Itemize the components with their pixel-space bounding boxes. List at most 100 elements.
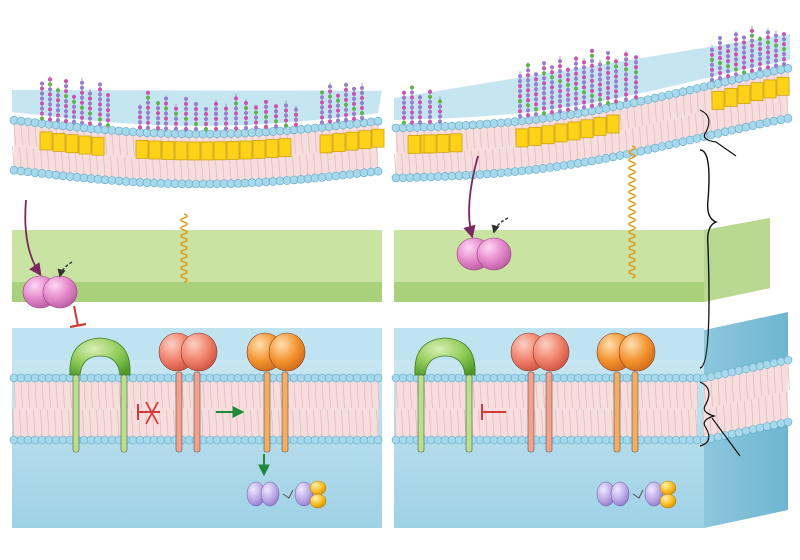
sugar	[742, 65, 746, 70]
lipid-tail	[555, 142, 558, 163]
lipid-tail	[625, 130, 628, 151]
sugar	[360, 111, 364, 116]
sugar	[726, 54, 730, 59]
lipid-tail	[444, 381, 447, 409]
tethers	[180, 145, 636, 283]
lipid-tail	[334, 409, 337, 437]
lipid-tail	[132, 381, 135, 409]
sugar	[558, 109, 562, 114]
sugar	[156, 111, 160, 116]
lipid-tail	[408, 409, 411, 437]
lipid-tail	[299, 409, 302, 437]
raft-protein	[554, 123, 568, 143]
sugar	[174, 126, 178, 131]
sugar	[582, 65, 586, 70]
sugar	[614, 64, 618, 69]
lipid-tail	[577, 381, 580, 409]
sugar	[146, 90, 150, 95]
lipid-head	[741, 426, 751, 436]
sugar	[146, 100, 150, 105]
sugar	[264, 119, 268, 124]
sugar	[782, 47, 786, 52]
lipid-tail	[730, 106, 733, 127]
sugar	[726, 59, 730, 64]
raft-protein	[345, 131, 359, 151]
sugar	[214, 121, 218, 126]
sugar	[526, 98, 530, 103]
lipid-tail	[201, 159, 204, 181]
lipid-head	[608, 152, 618, 162]
lipid-head	[713, 432, 723, 442]
lipid-tail	[499, 148, 502, 169]
sugar	[48, 117, 52, 122]
sugar	[598, 102, 602, 107]
sugar	[710, 77, 714, 82]
sugar	[590, 83, 594, 88]
sugar	[402, 90, 406, 95]
sugar	[614, 89, 618, 94]
lipid-head	[734, 124, 744, 133]
sugar	[194, 126, 198, 131]
sugar	[590, 98, 594, 103]
lipid-tail	[89, 154, 92, 175]
lipid-tail	[569, 140, 572, 161]
adaptor-subunit	[644, 481, 664, 507]
lipid-tail	[654, 102, 657, 123]
sugar	[542, 101, 546, 106]
sugar	[106, 118, 110, 123]
sugar	[774, 53, 778, 58]
lipid-tail	[703, 381, 706, 409]
lipid-tail	[401, 409, 404, 437]
sugar	[726, 49, 730, 54]
sugar	[558, 84, 562, 89]
lipid-head	[762, 360, 772, 369]
sugar	[146, 125, 150, 130]
lipid-tail	[229, 409, 232, 437]
lipid-tail	[40, 409, 43, 437]
sugar	[542, 76, 546, 81]
sugar	[614, 69, 618, 74]
lipid-tail	[180, 159, 183, 180]
lipid-tail	[40, 149, 43, 170]
lipid-tail	[682, 381, 685, 409]
sugar	[750, 63, 754, 68]
lipid-head	[373, 435, 383, 445]
sugar	[214, 106, 218, 111]
sugar	[624, 52, 628, 57]
lipid-head	[706, 80, 716, 90]
lipid-tail	[395, 381, 398, 409]
lipid-tail	[639, 127, 642, 148]
sugar	[274, 124, 278, 129]
lipid-tail	[335, 381, 338, 409]
sugar	[410, 115, 414, 120]
lipid-tail	[26, 409, 29, 437]
sugar	[734, 47, 738, 52]
sugar	[156, 116, 160, 121]
sugar	[64, 99, 68, 104]
sugar	[88, 91, 92, 96]
lipid-tail	[348, 409, 351, 437]
sugar	[40, 106, 44, 111]
sugar	[174, 116, 178, 121]
lipid-head	[692, 134, 702, 143]
sugar	[410, 100, 414, 105]
lipid-tail	[188, 381, 191, 409]
sugar	[184, 111, 188, 116]
sugar	[782, 32, 786, 37]
sugar	[614, 84, 618, 89]
lipid-tail	[356, 381, 359, 409]
sugar	[88, 106, 92, 111]
lipid-tail	[394, 409, 397, 437]
lipid-tail	[752, 371, 755, 398]
sugar	[534, 102, 538, 107]
sugar	[782, 52, 786, 57]
sugar	[352, 116, 356, 121]
sugar	[88, 116, 92, 121]
sugar	[352, 101, 356, 106]
lipid-tail	[472, 381, 475, 409]
sugar	[264, 104, 268, 109]
ecm-side	[704, 218, 770, 302]
sugar	[156, 126, 160, 131]
sugar	[164, 121, 168, 126]
sugar	[418, 120, 422, 125]
